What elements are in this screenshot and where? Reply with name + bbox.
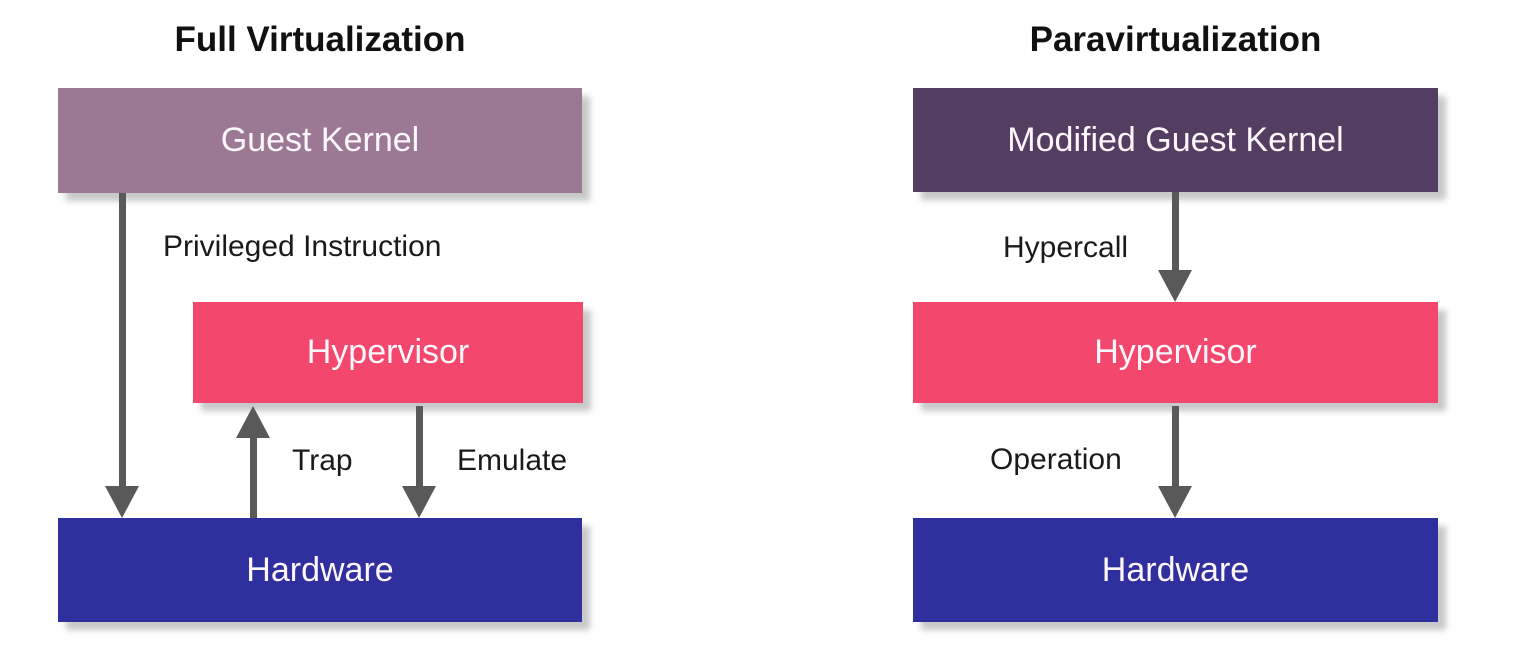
operation-label: Operation [990,443,1122,476]
hypervisor-box-left: Hypervisor [193,302,583,403]
hypervisor-label-right: Hypervisor [1094,333,1257,371]
hypervisor-label-left: Hypervisor [306,333,470,371]
modified-guest-kernel-label: Modified Guest Kernel [1007,120,1344,159]
emulate-label: Emulate [457,444,568,477]
hardware-box-left: Hardware [58,518,582,622]
hardware-label-right: Hardware [1101,550,1250,589]
hardware-box-right: Hardware [913,518,1438,622]
hypervisor-box-right: Hypervisor [913,302,1438,403]
paravirtualization-title: Paravirtualization [1029,20,1322,59]
trap-label: Trap [292,444,353,477]
modified-guest-kernel-box: Modified Guest Kernel [913,88,1438,192]
full-virtualization-title: Full Virtualization [174,20,466,59]
guest-kernel-label: Guest Kernel [220,121,420,159]
hardware-label-left: Hardware [246,550,394,589]
privileged-instruction-label: Privileged Instruction [163,230,442,263]
guest-kernel-box: Guest Kernel [58,88,582,193]
hypercall-label: Hypercall [1003,231,1129,264]
